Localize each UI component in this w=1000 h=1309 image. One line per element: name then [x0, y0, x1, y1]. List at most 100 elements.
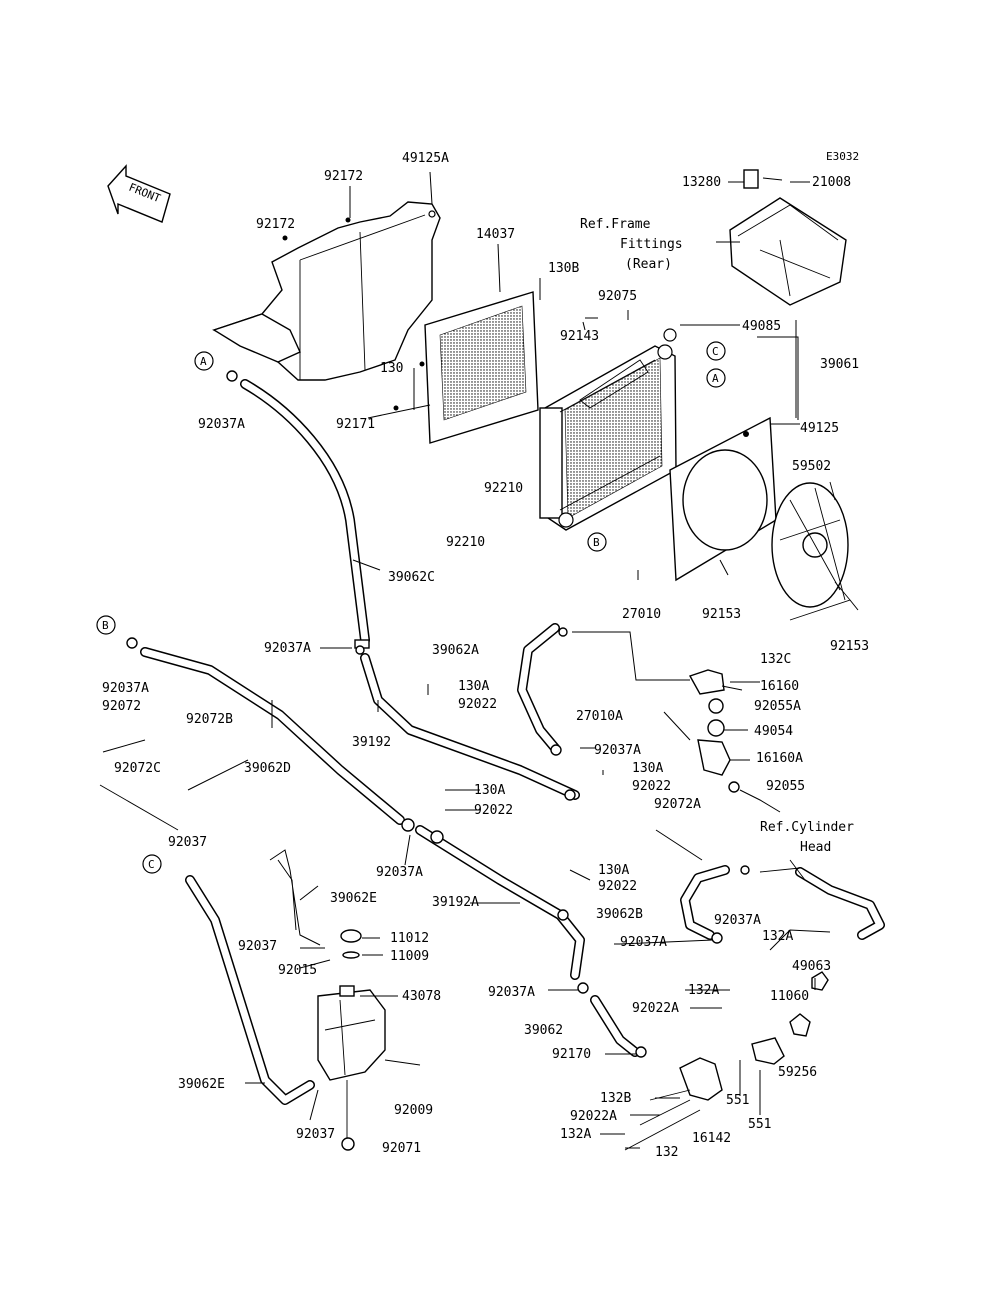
part-label: 130A — [458, 679, 489, 694]
grille-14037 — [393, 291, 539, 444]
hose-39062a — [517, 623, 690, 753]
part-label: 39062 — [524, 1023, 563, 1038]
part-label: 92037A — [376, 865, 423, 880]
circle-markers: A A B B C C — [96, 341, 726, 874]
cable-ties — [99, 739, 703, 861]
part-label: 132 — [655, 1145, 678, 1160]
part-label: 92210 — [446, 535, 485, 550]
part-label: 39062E — [330, 891, 377, 906]
part-label: 92037A — [714, 913, 761, 928]
marker-c: C — [706, 341, 726, 361]
part-label: 39062A — [432, 643, 479, 658]
part-label: 92037A — [264, 641, 311, 656]
part-label: 92153 — [702, 607, 741, 622]
part-label: 11009 — [390, 949, 429, 964]
hose-39062b — [680, 865, 730, 940]
part-label: 92037A — [620, 935, 667, 950]
part-label: 92210 — [484, 481, 523, 496]
part-label: 92170 — [552, 1047, 591, 1062]
part-label: 43078 — [402, 989, 441, 1004]
part-label: 92075 — [598, 289, 637, 304]
part-label: 92037 — [168, 835, 207, 850]
part-label: 92143 — [560, 329, 599, 344]
part-label: 130A — [598, 863, 629, 878]
part-label: 92015 — [278, 963, 317, 978]
part-label: 11060 — [770, 989, 809, 1004]
reservoir-39061 — [729, 169, 847, 306]
svg-text:(Rear): (Rear) — [625, 257, 672, 272]
svg-text:B: B — [102, 619, 109, 632]
part-label: 39192 — [352, 735, 391, 750]
part-label: 551 — [748, 1117, 771, 1132]
svg-text:A: A — [712, 372, 719, 385]
part-label: 39062B — [596, 907, 643, 922]
part-label: 14037 — [476, 227, 515, 242]
part-label: 49125A — [402, 151, 449, 166]
part-label: 92037A — [102, 681, 149, 696]
part-label: 92037A — [594, 743, 641, 758]
part-label: 92037A — [198, 417, 245, 432]
svg-text:C: C — [712, 345, 719, 358]
part-label: 132A — [762, 929, 793, 944]
part-label: 16160 — [760, 679, 799, 694]
hose-clamps — [126, 370, 750, 1058]
fan-shroud-49125 — [669, 416, 777, 582]
part-label: 92171 — [336, 417, 375, 432]
part-label: 92172 — [256, 217, 295, 232]
part-label: 92009 — [394, 1103, 433, 1118]
part-label: 39061 — [820, 357, 859, 372]
leader-lines — [245, 171, 859, 1149]
marker-a: A — [706, 368, 726, 388]
marker-b: B — [587, 532, 607, 552]
svg-text:B: B — [593, 536, 600, 549]
part-label: 92022 — [474, 803, 513, 818]
part-label: 49125 — [800, 421, 839, 436]
ref-frame-fittings: Ref.Frame Fittings (Rear) — [580, 217, 683, 272]
part-label: 39062C — [388, 570, 435, 585]
part-label: 92072C — [114, 761, 161, 776]
part-label: 92022 — [458, 697, 497, 712]
part-label: 92072 — [102, 699, 141, 714]
part-label: 39062D — [244, 761, 291, 776]
part-label: 27010 — [622, 607, 661, 622]
svg-text:Ref.Cylinder: Ref.Cylinder — [760, 820, 854, 835]
part-label: 92072A — [654, 797, 701, 812]
marker-b: B — [96, 615, 116, 635]
part-label: 92037 — [296, 1127, 335, 1142]
part-label: 92022A — [570, 1109, 617, 1124]
marker-c: C — [142, 854, 162, 874]
part-label: 92022 — [598, 879, 637, 894]
front-arrow-icon: FRONT — [107, 164, 171, 223]
water-pump — [624, 971, 829, 1151]
part-label: 132A — [688, 983, 719, 998]
ref-cylinder-head: Ref.Cylinder Head — [760, 820, 854, 855]
part-label: 130A — [474, 783, 505, 798]
part-label: 27010A — [576, 709, 623, 724]
hose-39062e — [185, 849, 321, 1105]
part-label: 92022A — [632, 1001, 679, 1016]
hose-39062d — [140, 647, 405, 825]
part-label: 92022 — [632, 779, 671, 794]
marker-a: A — [194, 351, 214, 371]
hose-39062 — [590, 995, 640, 1057]
part-label: 92172 — [324, 169, 363, 184]
part-label: 132B — [600, 1091, 631, 1106]
svg-text:A: A — [200, 355, 207, 368]
part-label: 39062E — [178, 1077, 225, 1092]
part-label: 92072B — [186, 712, 233, 727]
part-labels: 49125A 92172 92172 14037 130B 13280 2100… — [102, 151, 869, 1160]
part-label: 13280 — [682, 175, 721, 190]
svg-text:Fittings: Fittings — [620, 237, 683, 252]
part-label: 49063 — [792, 959, 831, 974]
svg-text:Head: Head — [800, 840, 831, 855]
part-label: 130A — [632, 761, 663, 776]
part-label: 21008 — [812, 175, 851, 190]
svg-text:C: C — [148, 858, 155, 871]
reserve-tank-43078 — [317, 929, 386, 1151]
part-label: 130 — [380, 361, 403, 376]
thermostat-housing — [688, 669, 740, 793]
part-label: 92071 — [382, 1141, 421, 1156]
part-label: 92037 — [238, 939, 277, 954]
part-label: 132C — [760, 652, 791, 667]
